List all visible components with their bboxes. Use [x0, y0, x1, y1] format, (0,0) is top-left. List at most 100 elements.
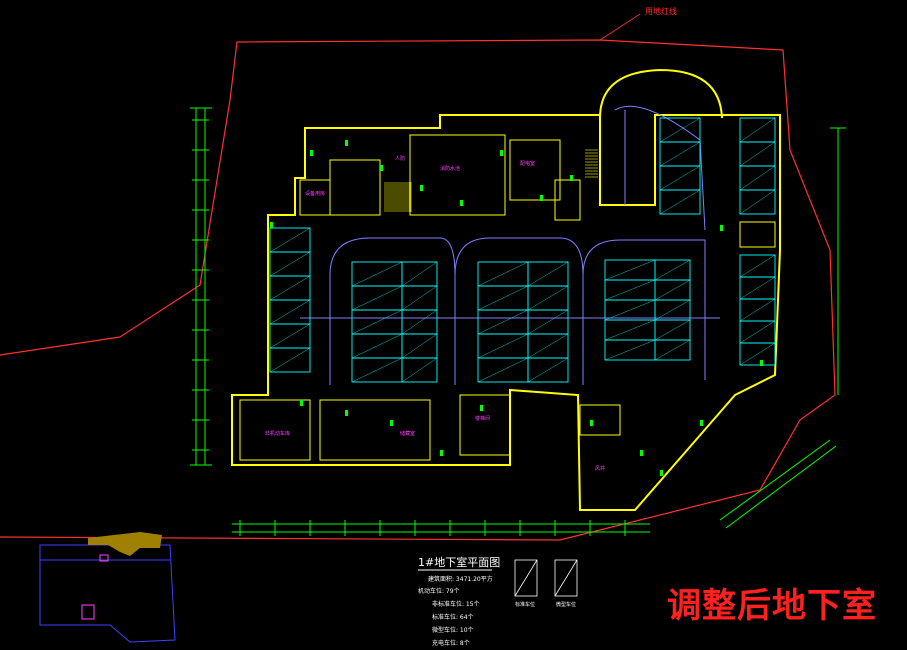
stall-diagonal [654, 299, 691, 321]
stall-diagonal [739, 342, 776, 366]
column [380, 165, 383, 171]
stall-diagonal [477, 357, 529, 383]
stall-diagonal [604, 319, 656, 341]
column [270, 222, 273, 228]
stat-line: 充电车位: 8个 [432, 639, 470, 647]
column [345, 410, 348, 416]
plan-title: 1#地下室平面图 [418, 555, 500, 569]
stall-diagonal [659, 165, 701, 191]
stall-diagonal [527, 357, 569, 383]
stat-line: 建筑面积: 3471.20平方 [428, 575, 493, 583]
parking-stall [527, 357, 569, 383]
stall-diagonal [477, 309, 529, 335]
stall-diagonal [527, 309, 569, 335]
plan-stats: 建筑面积: 3471.20平方 机动车位: 79个 非标准车位: 15个 标准车… [418, 575, 493, 647]
stall-diagonal [654, 339, 691, 361]
column [420, 185, 423, 191]
stall-diagonal [659, 141, 701, 167]
column [390, 420, 393, 426]
parking-stall [739, 342, 776, 366]
legend [514, 559, 578, 597]
column [300, 400, 303, 406]
stall-diagonal [351, 333, 403, 359]
ramps [384, 149, 598, 212]
room-label: 非机动车库 [265, 430, 290, 437]
stall-diagonal [269, 251, 311, 277]
stall-diagonal [739, 189, 776, 215]
room-label: 设备用房 [305, 190, 325, 197]
stall-diagonal [351, 285, 403, 311]
column [570, 175, 573, 181]
column [720, 225, 723, 231]
key-plan [39, 544, 176, 643]
stall-diagonal [739, 320, 776, 344]
key-plan-labels [81, 554, 109, 620]
column [500, 150, 503, 156]
stall-diagonal [739, 298, 776, 322]
interior-rooms [239, 134, 776, 461]
stall-diagonal [739, 276, 776, 300]
column [345, 140, 348, 146]
stat-line: 非标准车位: 15个 [432, 600, 480, 608]
stall-diagonal [351, 357, 403, 383]
stall-diagonal [659, 189, 701, 215]
legend-label: 标准车位 [515, 601, 535, 608]
stall-diagonal [401, 285, 438, 311]
stall-diagonal [527, 261, 569, 287]
column [440, 450, 443, 456]
stall-diagonal [401, 357, 438, 383]
stall-diagonal [477, 261, 529, 287]
stall-diagonal [351, 261, 403, 287]
column [700, 420, 703, 426]
stall-diagonal [739, 254, 776, 278]
room-label: 储藏室 [400, 430, 415, 437]
stall-diagonal [527, 285, 569, 311]
structural-columns [270, 140, 763, 476]
stall-diagonal [604, 279, 656, 301]
stat-line: 机动车位: 79个 [418, 587, 460, 595]
stall-diagonal [401, 261, 438, 287]
dimension-lines [190, 107, 846, 533]
column [480, 405, 483, 411]
column [640, 450, 643, 456]
parking-stall [659, 189, 701, 215]
stall-diagonal [477, 285, 529, 311]
room-labels: 设备用房 消防水池 配电室 人防 非机动车库 储藏室 楼梯间 风井 [265, 155, 605, 472]
stall-diagonal [477, 333, 529, 359]
building-outline [231, 68, 781, 511]
legend-label: 微型车位 [556, 601, 576, 608]
stall-diagonal [654, 319, 691, 341]
room-label: 配电室 [520, 160, 535, 167]
stat-line: 标准车位: 64个 [432, 613, 474, 621]
dimension-ticks [192, 119, 626, 536]
column [540, 195, 543, 201]
stall-diagonal [659, 117, 701, 143]
drawing-caption: 调整后地下室 [667, 586, 877, 626]
stall-diagonal [739, 117, 776, 143]
stall-diagonal [604, 299, 656, 321]
column [760, 360, 763, 366]
stall-diagonal [401, 309, 438, 335]
stall-diagonal [269, 347, 311, 373]
key-plan-highlight [88, 532, 162, 556]
column [310, 150, 313, 156]
parking-stalls [269, 117, 776, 383]
room-label: 人防 [395, 155, 405, 162]
parking-stall [401, 357, 438, 383]
stall-diagonal [654, 259, 691, 281]
column [660, 470, 663, 476]
stall-diagonal [269, 227, 311, 253]
stall-diagonal [654, 279, 691, 301]
drive-aisles [300, 105, 720, 385]
parking-stall [654, 339, 691, 361]
room-label: 楼梯间 [475, 415, 490, 422]
stall-diagonal [739, 165, 776, 191]
column [460, 200, 463, 206]
stat-line: 微型车位: 10个 [432, 626, 474, 634]
redline-label: 用地红线 [645, 6, 677, 16]
stall-diagonal [604, 259, 656, 281]
stall-diagonal [739, 141, 776, 167]
parking-stall [739, 189, 776, 215]
room-label: 消防水池 [440, 165, 460, 172]
